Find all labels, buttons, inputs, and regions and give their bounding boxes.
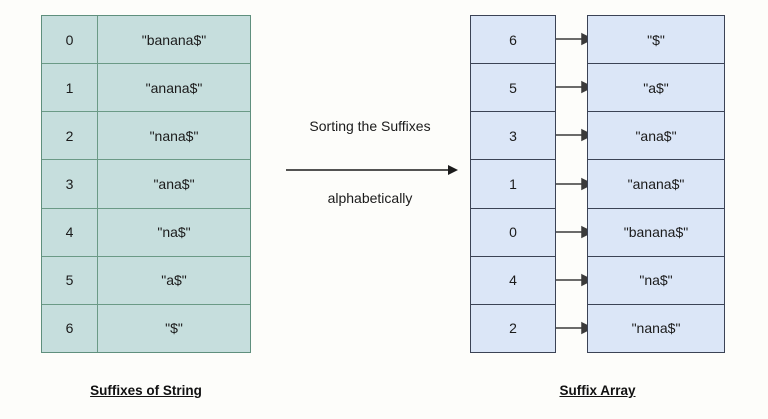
table-row: 3 xyxy=(471,112,555,161)
table-row: 2 "nana$" xyxy=(42,112,250,161)
table-row: 6 "$" xyxy=(42,304,250,352)
suffix-index-cell: 3 xyxy=(42,160,98,208)
caption-suffix-array: Suffix Array xyxy=(559,383,636,398)
suffix-value-cell: "$" xyxy=(165,320,183,337)
suffix-value-cell: "anana$" xyxy=(145,79,203,96)
suffix-value-cell: "a$" xyxy=(161,272,187,289)
table-row: 6 xyxy=(471,16,555,65)
table-row: 0 xyxy=(471,209,555,257)
table-row: "$" xyxy=(588,16,724,65)
suffix-value-cell: "nana$" xyxy=(149,127,199,144)
caption-suffixes-of-string: Suffixes of String xyxy=(90,383,202,398)
table-row: 4 "na$" xyxy=(42,208,250,257)
suffix-array-connector-arrows xyxy=(552,15,592,353)
transform-label-bottom: alphabetically xyxy=(327,190,413,206)
table-row: 3 "ana$" xyxy=(42,160,250,209)
table-row: "banana$" xyxy=(588,209,724,257)
table-row: 1 "anana$" xyxy=(42,64,250,113)
table-row: 5 "a$" xyxy=(42,256,250,305)
suffix-index-cell: 2 xyxy=(42,112,98,160)
transform-label-top: Sorting the Suffixes xyxy=(309,118,431,134)
suffix-index-cell: 5 xyxy=(42,256,98,304)
suffix-index-cell: 4 xyxy=(42,208,98,256)
suffix-index-cell: 0 xyxy=(42,16,98,64)
table-row: "na$" xyxy=(588,257,724,305)
right-arrow-icon xyxy=(286,163,458,182)
table-row: 4 xyxy=(471,257,555,305)
table-row: 5 xyxy=(471,64,555,113)
suffix-array-index-table: 6 5 3 1 0 4 2 xyxy=(470,15,556,353)
table-row: "a$" xyxy=(588,64,724,113)
table-row: "nana$" xyxy=(631,320,681,337)
table-row: 2 xyxy=(509,320,517,337)
table-row: "ana$" xyxy=(588,112,724,161)
suffixes-of-string-table: 0 "banana$" 1 "anana$" 2 "nana$" 3 "ana$… xyxy=(41,15,251,353)
table-row: "anana$" xyxy=(588,160,724,209)
suffix-index-cell: 6 xyxy=(42,304,98,352)
suffix-value-cell: "banana$" xyxy=(141,31,207,48)
table-row: 0 "banana$" xyxy=(42,16,250,65)
suffix-value-cell: "na$" xyxy=(157,224,191,241)
table-row: 1 xyxy=(471,160,555,209)
transform-annotation: Sorting the Suffixes alphabetically xyxy=(280,118,460,223)
suffix-array-suffix-table: "$" "a$" "ana$" "anana$" "banana$" "na$"… xyxy=(587,15,725,353)
suffix-index-cell: 1 xyxy=(42,64,98,112)
suffix-value-cell: "ana$" xyxy=(153,175,195,192)
